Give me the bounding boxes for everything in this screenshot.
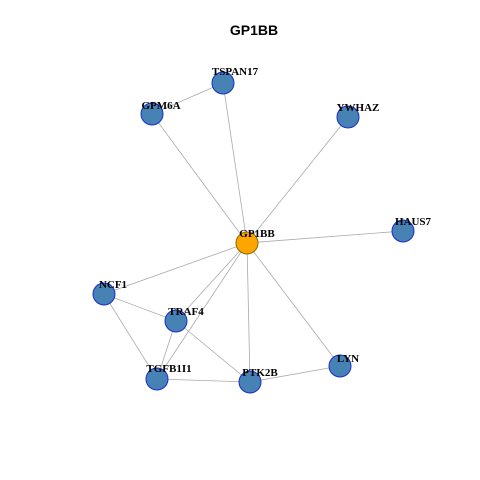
node-label-ncf1: NCF1 (99, 279, 127, 291)
node-ptk2b: PTK2B (238, 367, 278, 394)
edge-gp1bb-ncf1 (103, 242, 248, 295)
node-label-gpm6a: GPM6A (141, 100, 180, 112)
node-circle-tgfb1i1 (145, 367, 169, 391)
edge-ncf1-traf4 (103, 293, 177, 322)
node-label-gp1bb: GP1BB (239, 228, 275, 240)
edge-tspan17-gpm6a (151, 82, 224, 115)
node-label-traf4: TRAF4 (168, 306, 204, 318)
edge-gp1bb-tgfb1i1 (156, 242, 248, 380)
node-circle-gp1bb (235, 231, 259, 255)
node-circle-tspan17 (211, 71, 235, 95)
node-label-lyn: LYN (337, 353, 359, 365)
node-gpm6a: GPM6A (140, 100, 181, 126)
edge-tgfb1i1-ptk2b (156, 378, 251, 383)
edge-gp1bb-gpm6a (151, 113, 248, 244)
edge-gp1bb-lyn (246, 242, 341, 367)
node-label-tgfb1i1: TGFB1I1 (146, 363, 191, 375)
node-ywhaz: YWHAZ (336, 102, 380, 129)
edge-gp1bb-haus7 (246, 230, 404, 244)
graph-title: GP1BB (230, 22, 278, 38)
node-circle-ywhaz (336, 105, 360, 129)
node-tgfb1i1: TGFB1I1 (145, 363, 192, 391)
node-label-haus7: HAUS7 (395, 216, 432, 228)
node-lyn: LYN (328, 353, 359, 378)
node-label-ptk2b: PTK2B (242, 367, 278, 379)
node-circle-ptk2b (238, 370, 262, 394)
node-haus7: HAUS7 (391, 216, 432, 243)
edges-layer (103, 82, 404, 383)
node-circle-haus7 (391, 219, 415, 243)
node-circle-lyn (328, 354, 352, 378)
node-label-tspan17: TSPAN17 (212, 66, 259, 78)
node-circle-gpm6a (140, 102, 164, 126)
edge-gp1bb-ywhaz (246, 116, 349, 244)
edge-gp1bb-traf4 (175, 242, 248, 322)
edge-gp1bb-tspan17 (222, 82, 248, 244)
edge-gp1bb-ptk2b (246, 242, 251, 383)
edge-traf4-ptk2b (175, 320, 251, 383)
node-traf4: TRAF4 (164, 306, 204, 333)
edge-ncf1-tgfb1i1 (103, 293, 158, 380)
node-tspan17: TSPAN17 (211, 66, 259, 95)
node-circle-ncf1 (92, 282, 116, 306)
node-circle-traf4 (164, 309, 188, 333)
node-ncf1: NCF1 (92, 279, 127, 306)
node-gp1bb: GP1BB (235, 228, 275, 255)
node-label-ywhaz: YWHAZ (337, 102, 380, 114)
edge-ptk2b-lyn (249, 365, 341, 383)
